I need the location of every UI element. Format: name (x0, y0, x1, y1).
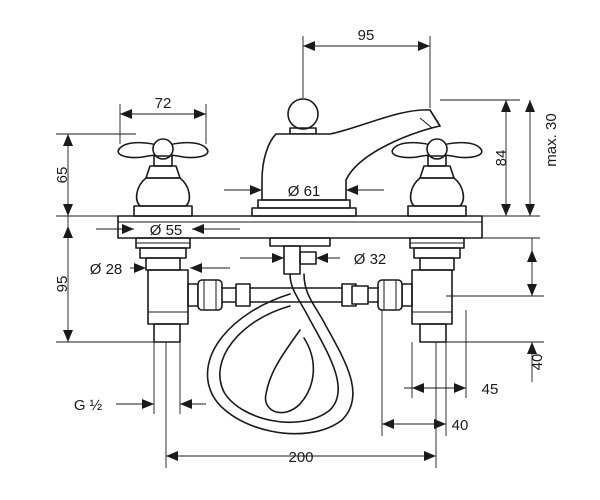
left-handle (117, 138, 209, 217)
union-nut-icon (377, 279, 403, 311)
dim-95-left: 95 (54, 276, 71, 293)
dim-40-bottom: 40 (452, 417, 469, 434)
faucet-body (117, 98, 483, 435)
union-nut-icon (197, 279, 223, 311)
spout (251, 98, 441, 217)
dim-45: 45 (482, 381, 499, 398)
dim-thread-g-half: G ½ (74, 397, 103, 414)
dim-65: 65 (54, 167, 71, 184)
dim-40-right: 40 (529, 354, 546, 371)
dimension-labels: 95 72 65 84 max. 30 Ø 61 Ø 55 Ø 28 Ø 32 … (54, 27, 560, 466)
connector-hoses (187, 273, 413, 435)
dim-72: 72 (155, 95, 172, 112)
dim-200: 200 (288, 449, 313, 466)
union-nut-icon (401, 283, 413, 307)
left-valve-body (135, 237, 191, 343)
dim-diameter-61: Ø 61 (288, 183, 321, 200)
dimension-lines (56, 36, 544, 468)
right-valve-body (409, 237, 465, 343)
dim-max-30: max. 30 (543, 113, 560, 166)
dim-diameter-55: Ø 55 (150, 222, 183, 239)
dim-diameter-32: Ø 32 (354, 251, 387, 268)
right-handle (391, 138, 483, 217)
dim-diameter-28: Ø 28 (90, 261, 123, 278)
dim-95-top: 95 (358, 27, 375, 44)
dim-84: 84 (493, 150, 510, 167)
union-nut-icon (187, 283, 199, 307)
hose-loop-icon (219, 273, 340, 424)
